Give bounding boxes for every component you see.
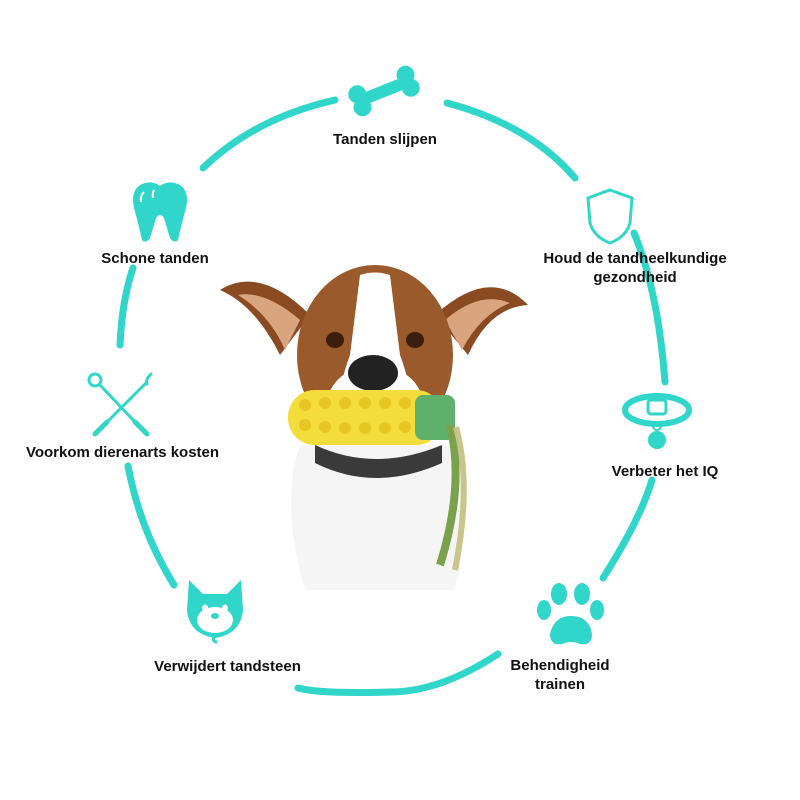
benefit-label-agility: Behendigheid trainen — [485, 656, 635, 694]
benefit-label-agility-line2: trainen — [534, 676, 585, 693]
benefit-label-tartar: Verwijdert tandsteen — [154, 658, 301, 675]
shield-icon — [586, 188, 634, 245]
benefit-label-vet-costs: Voorkom dierenarts kosten — [25, 444, 220, 461]
center-dog-photo — [210, 245, 540, 590]
paw-icon — [537, 583, 604, 645]
pet-collar-icon — [622, 393, 692, 449]
benefit-label-dental-health: Houd de tandheelkundige gezondheid — [535, 249, 735, 287]
benefit-label-grinding: Tanden slijpen — [333, 131, 437, 148]
benefit-label-iq: Verbeter het IQ — [611, 463, 719, 480]
benefit-label-dental-health-line1: Houd de tandheelkundige — [543, 250, 727, 267]
shiba-face-icon — [187, 580, 243, 644]
benefit-label-clean-teeth: Schone tanden — [101, 250, 209, 267]
bone-icon — [348, 65, 420, 117]
tooth-icon — [133, 182, 187, 242]
dental-tools-icon — [87, 372, 153, 437]
benefit-label-agility-line1: Behendigheid — [510, 657, 610, 674]
benefit-label-dental-health-line2: gezondheid — [593, 269, 677, 286]
